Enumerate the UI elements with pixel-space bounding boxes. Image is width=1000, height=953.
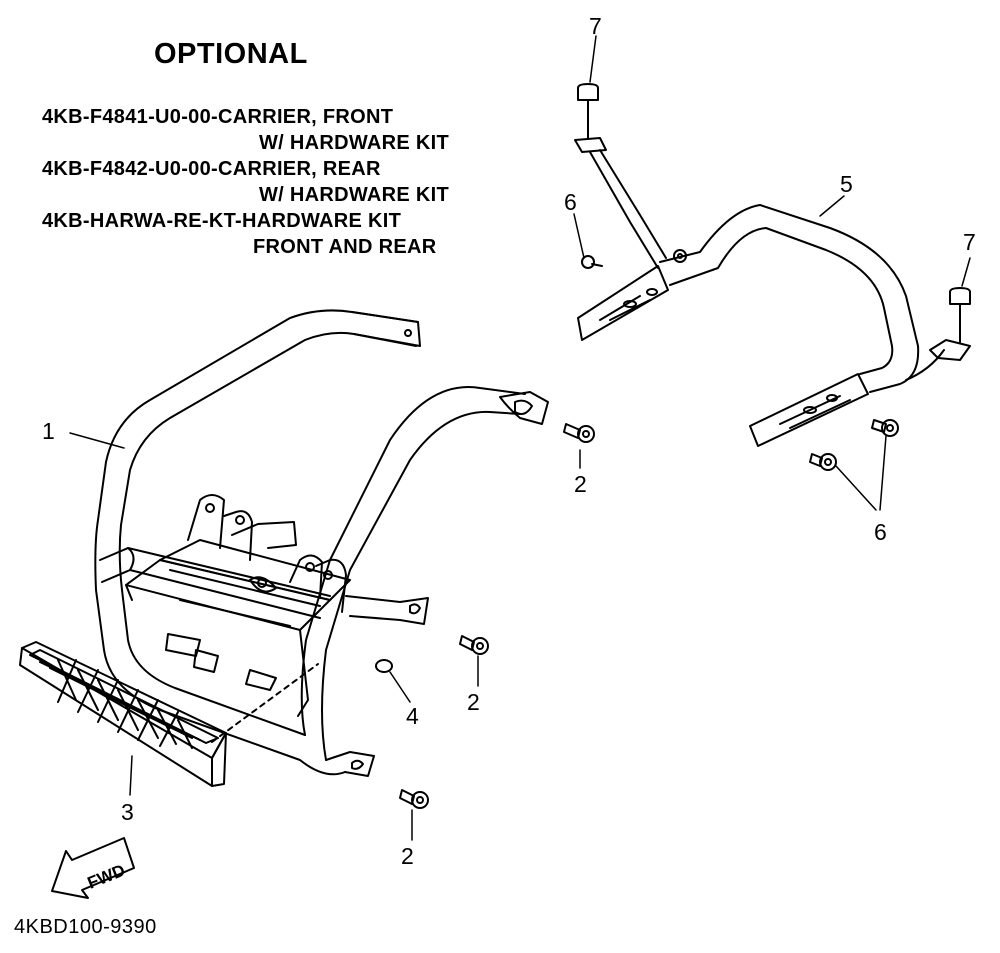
page-title: OPTIONAL — [154, 38, 308, 70]
parts-list-line-2: W/ HARDWARE KIT — [259, 132, 450, 154]
callout-7-right: 7 — [963, 229, 976, 255]
parts-list-line-5: 4KB-HARWA-RE-KT-HARDWARE KIT — [42, 210, 402, 232]
fwd-arrow — [51, 837, 135, 899]
parts-list-line-4: W/ HARDWARE KIT — [259, 184, 450, 206]
callout-2-middle: 2 — [467, 689, 480, 715]
parts-list-line-1: 4KB-F4841-U0-00-CARRIER, FRONT — [42, 106, 394, 128]
grille-panel — [19, 641, 227, 787]
parts-list-line-3: 4KB-F4842-U0-00-CARRIER, REAR — [42, 158, 381, 180]
bolt-2-middle — [459, 635, 489, 655]
leader-lines — [69, 35, 971, 841]
callout-7-left: 7 — [589, 13, 602, 39]
cap-7-left — [577, 83, 599, 139]
callout-4: 4 — [406, 703, 419, 729]
bolt-2-lower — [399, 789, 429, 809]
bolt-6-right-lower — [809, 453, 837, 471]
rear-carrier — [574, 137, 971, 447]
front-carrier — [94, 309, 549, 777]
diagram-code: 4KBD100-9390 — [14, 916, 157, 938]
bolt-6-right-upper — [871, 419, 899, 437]
washer-4 — [375, 659, 393, 673]
callout-2-upper: 2 — [574, 471, 587, 497]
callout-3: 3 — [121, 799, 134, 825]
fwd-arrow-label: FWD — [85, 861, 128, 893]
callout-5: 5 — [840, 171, 853, 197]
callout-1: 1 — [42, 418, 55, 444]
callout-2-lower: 2 — [401, 843, 414, 869]
callout-6-right: 6 — [874, 519, 887, 545]
bolt-6-upper-left — [581, 255, 603, 269]
bolt-2-upper — [563, 423, 595, 443]
parts-list-line-6: FRONT AND REAR — [253, 236, 437, 258]
cap-7-right — [949, 287, 971, 343]
callout-6-left: 6 — [564, 189, 577, 215]
